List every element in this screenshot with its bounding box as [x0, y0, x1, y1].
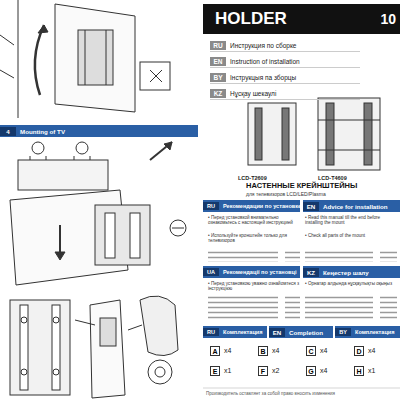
- language-code: RU: [203, 328, 219, 336]
- language-code: 4: [0, 127, 16, 136]
- section-bar: BY Інструкцыя па зборцы: [210, 71, 360, 84]
- product-label: НАСТЕННЫЕ КРЕЙНШТЕЙНЫ: [246, 182, 357, 191]
- bar-text: A: [212, 348, 217, 355]
- quantity: x4: [368, 347, 375, 355]
- language-code: RU: [210, 41, 226, 50]
- part-letter-box: G: [306, 366, 316, 376]
- bar-text: Інструкцыя па зборцы: [230, 74, 296, 81]
- bar-text: Кеңестер шалу: [323, 269, 369, 276]
- bar-text: Instruction of installation: [230, 58, 300, 65]
- bar-text: D: [356, 348, 361, 355]
- language-code: EN: [210, 57, 226, 66]
- header-bar: HOLDER 10: [203, 4, 400, 34]
- bar-text: Инструкция по сборке: [230, 42, 296, 49]
- body-text: • Орнатар алдында нұсқаулықты оқыңыз: [305, 281, 397, 286]
- body-text: • Check all parts of the mount: [305, 233, 397, 238]
- section-bar: RU Рекомендации по установке: [203, 200, 300, 212]
- language-code: UA: [203, 268, 219, 276]
- section-bar: EN Completion: [269, 326, 333, 338]
- bar-text: B: [260, 348, 265, 355]
- section-bar: RU Инструкция по сборке: [210, 39, 360, 52]
- section-bar: KZ Кеңестер шалу: [303, 266, 400, 278]
- language-code: KZ: [210, 89, 226, 98]
- part-letter-box: A: [210, 346, 220, 356]
- language-code: EN: [269, 328, 285, 337]
- language-code: RU: [203, 202, 219, 210]
- body-text: • Перед установкой внимательно ознакомьт…: [208, 215, 300, 226]
- section-bar: EN Advice for installation: [303, 200, 400, 212]
- product-label: для телевизоров LCD/LED/Plasma: [246, 192, 326, 198]
- language-code: BY: [335, 328, 351, 336]
- bar-text: Advice for installation: [323, 203, 388, 210]
- section-bar: RU Комплектация: [203, 326, 267, 338]
- quantity: x1: [224, 367, 231, 375]
- bar-text: E: [213, 368, 218, 375]
- bar-text: Нұсқау шекаулі: [230, 90, 276, 97]
- bar-text: Комплектация: [355, 329, 395, 335]
- section-bar: EN Instruction of installation: [210, 55, 360, 68]
- bar-text: F: [261, 368, 265, 375]
- part-letter-box: D: [354, 346, 364, 356]
- bar-text: G: [308, 368, 313, 375]
- section-bar: KZ Нұсқау шекаулі: [210, 87, 360, 100]
- body-text: Производитель оставляет за собой право в…: [206, 391, 335, 396]
- language-code: BY: [210, 73, 226, 82]
- bar-text: Рекомендації по установці: [223, 269, 297, 275]
- part-letter-box: H: [354, 366, 364, 376]
- body-text: • Перед установкою уважно ознайомтеся з …: [208, 281, 300, 292]
- part-letter-box: C: [306, 346, 316, 356]
- quantity: x4: [320, 347, 327, 355]
- section-bar: BY Комплектация: [335, 326, 400, 338]
- section-bar: 4 Mounting of TV: [0, 125, 198, 137]
- quantity: x1: [368, 367, 375, 375]
- model-number: 10: [380, 11, 396, 27]
- quantity: x4: [272, 347, 279, 355]
- bar-text: Mounting of TV: [20, 128, 65, 135]
- language-code: KZ: [303, 268, 319, 277]
- bar-text: Комплектация: [223, 329, 263, 335]
- bar-text: Completion: [289, 329, 323, 336]
- body-text: • Используйте кронштейн только для телев…: [208, 233, 300, 244]
- bar-text: Рекомендации по установке: [223, 203, 301, 209]
- product-label: LCD-T2609: [238, 175, 267, 181]
- body-text: • Read this manual till the end before i…: [305, 215, 397, 226]
- bar-text: H: [356, 368, 361, 375]
- quantity: x2: [272, 367, 279, 375]
- section-bar: UA Рекомендації по установці: [203, 266, 300, 278]
- quantity: x4: [320, 367, 327, 375]
- language-code: EN: [303, 202, 319, 211]
- part-letter-box: F: [258, 366, 268, 376]
- part-letter-box: E: [210, 366, 220, 376]
- part-letter-box: B: [258, 346, 268, 356]
- product-label: LCD-T4609: [318, 175, 347, 181]
- bar-text: C: [308, 348, 313, 355]
- quantity: x4: [224, 347, 231, 355]
- brand-logo: HOLDER: [215, 9, 287, 29]
